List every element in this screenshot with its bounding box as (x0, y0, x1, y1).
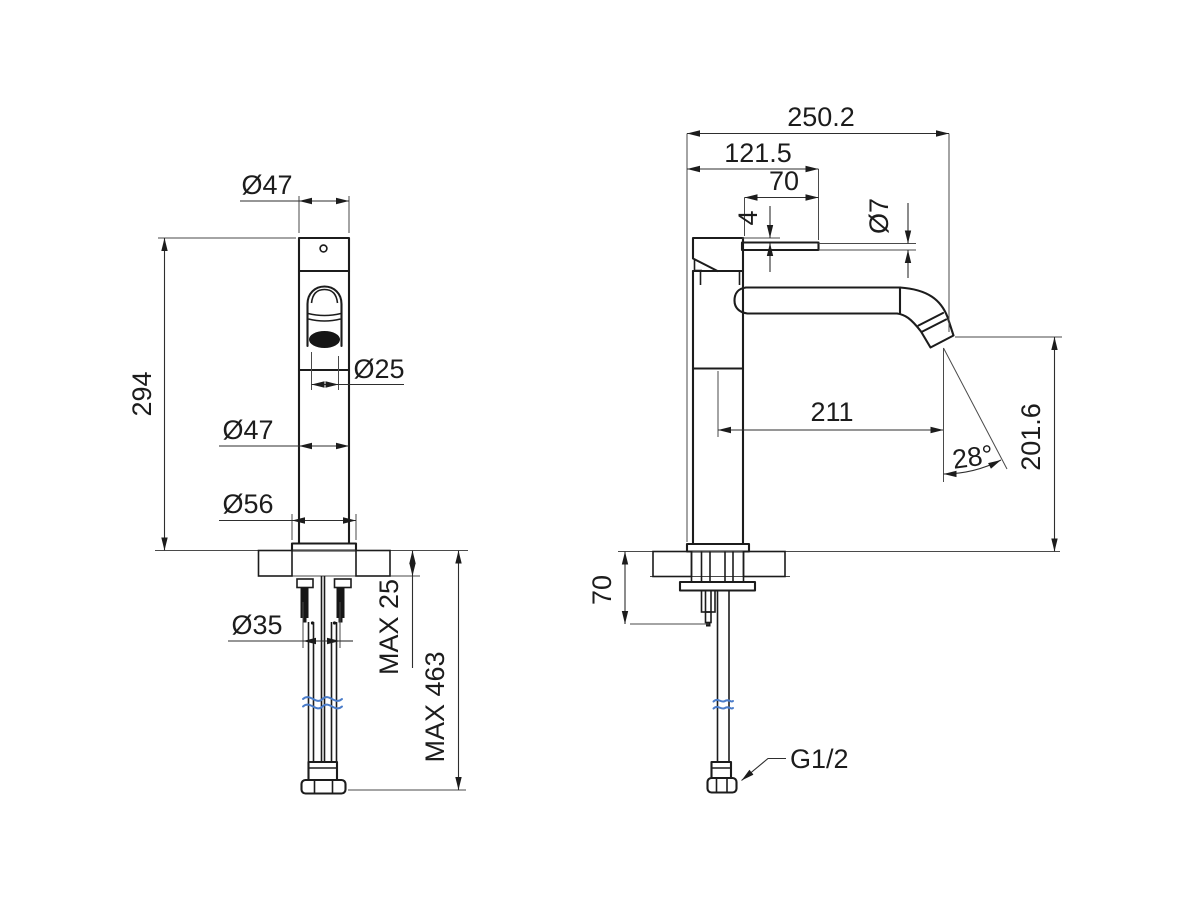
dim-spout-reach: 211 (717, 371, 944, 437)
label-connection-thread: G1/2 (741, 744, 849, 781)
dim-label-handle-depth: 121.5 (724, 138, 792, 168)
hose-break-mark-side (712, 698, 734, 710)
dim-body-diameter: Ø47 (219, 415, 349, 450)
dim-label-spout-reach: 211 (810, 397, 853, 427)
top-set-screw-hole (319, 244, 328, 253)
spout-side (733, 286, 955, 349)
dim-mounting-hole: Ø35 (228, 602, 353, 648)
mounting-washer-side (678, 580, 757, 592)
mounting-deck-side (618, 542, 1060, 592)
dim-label-lever-length: 70 (769, 166, 799, 196)
dim-stud-length: 70 (587, 551, 709, 625)
dim-label-connection-thread: G1/2 (790, 744, 849, 774)
hose-break-mark-front (302, 696, 343, 710)
dim-label-overall-height: 294 (127, 371, 157, 416)
dim-label-spout-angle: 28° (950, 439, 995, 474)
dim-label-lever-top-offset: 4 (733, 210, 763, 225)
dim-label-max-deck-thickness: MAX 25 (374, 579, 404, 675)
dim-overall-depth: 250.2 (686, 102, 950, 542)
dim-spout-outlet-height: 201.6 (955, 336, 1062, 552)
dim-lever-top-offset: 4 (733, 206, 780, 272)
dim-max-deck-thickness: MAX 25 (374, 550, 416, 675)
dim-label-overall-depth: 250.2 (787, 102, 855, 132)
dim-label-body-diameter: Ø47 (222, 415, 273, 445)
dim-label-base-diameter: Ø56 (222, 489, 273, 519)
handle-knob-front (306, 285, 343, 348)
front-view: Ø47 294 Ø25 Ø47 Ø56 (127, 170, 468, 795)
dim-spout-angle: 28° (943, 347, 1008, 482)
mounting-deck-front (155, 542, 468, 577)
dim-overall-height: 294 (127, 237, 296, 551)
dim-lever-diameter: Ø7 (818, 198, 916, 278)
dim-base-diameter: Ø56 (219, 489, 357, 540)
under-deck-fittings-front (296, 576, 352, 795)
faucet-body-front (297, 236, 351, 545)
dim-label-handle-diameter: Ø25 (353, 354, 404, 384)
dim-label-mounting-hole: Ø35 (231, 610, 282, 640)
dim-handle-depth: 121.5 (687, 138, 819, 240)
side-view: 250.2 121.5 70 4 Ø7 (587, 102, 1062, 794)
under-deck-fittings-side (700, 589, 738, 794)
handle-lever-side (740, 241, 820, 252)
hose-connector-front (300, 760, 347, 795)
dim-label-stud-length: 70 (587, 575, 617, 605)
faucet-body-side (691, 236, 820, 546)
dim-label-lever-diameter: Ø7 (864, 198, 894, 234)
handle-end-face (309, 331, 340, 348)
dim-label-top-diameter: Ø47 (241, 170, 292, 200)
dim-label-spout-outlet-height: 201.6 (1016, 403, 1046, 471)
dim-top-diameter: Ø47 (240, 170, 350, 233)
hose-connector-side (706, 760, 738, 794)
dim-handle-diameter: Ø25 (311, 352, 405, 390)
dim-lever-length: 70 (744, 166, 819, 236)
dim-max-below-deck: MAX 463 (348, 550, 466, 791)
dim-label-max-below-deck: MAX 463 (420, 651, 450, 762)
